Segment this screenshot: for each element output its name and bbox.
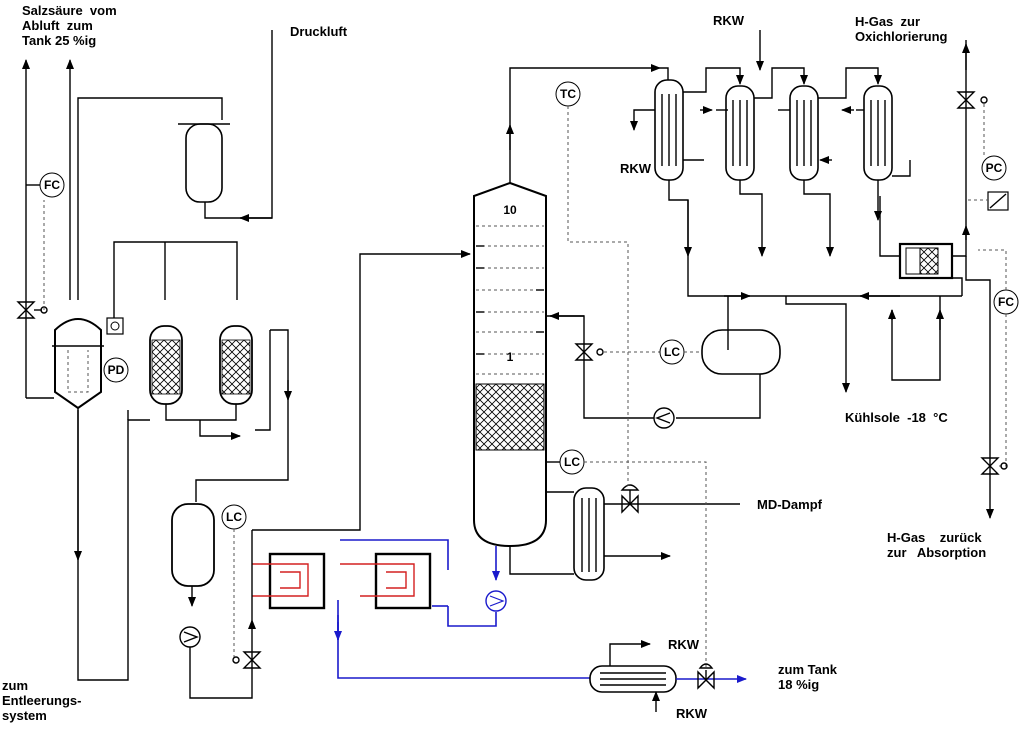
label-tank18: zum Tank 18 %ig bbox=[778, 662, 837, 692]
instrument-lc-bottom: LC bbox=[559, 449, 585, 475]
reboiler bbox=[509, 487, 740, 581]
valve-hgas-bottom bbox=[980, 457, 1008, 475]
instrument-pc: PC bbox=[981, 155, 1007, 181]
lc-reflux-tag: LC bbox=[664, 345, 680, 359]
label-rkw-condenser: RKW bbox=[620, 161, 652, 176]
instrument-lc-vessel: LC bbox=[221, 504, 247, 530]
compressed-air-vessel bbox=[77, 30, 273, 300]
lc-bottom-tag: LC bbox=[564, 455, 580, 469]
lc-vessel-tag: LC bbox=[226, 510, 242, 524]
left-feed-lines bbox=[22, 59, 150, 681]
tray-label-top: 10 bbox=[503, 203, 517, 217]
solenoid-box bbox=[968, 191, 1009, 211]
fc-left-tag: FC bbox=[44, 178, 60, 192]
label-h-gas-back: H-Gas zurück zur Absorption bbox=[887, 530, 987, 560]
lc-bottom-signal bbox=[584, 461, 707, 668]
tray-label-bottom: 1 bbox=[507, 350, 514, 364]
bottom-pump bbox=[485, 590, 507, 612]
right-hgas-lines bbox=[965, 256, 994, 519]
product-valve bbox=[697, 663, 715, 690]
instrument-tc: TC bbox=[555, 81, 581, 107]
label-h-gas-oxi: H-Gas zur Oxichlorierung bbox=[855, 14, 948, 44]
condenser-3 bbox=[789, 85, 819, 181]
steam-valve bbox=[620, 484, 640, 514]
label-md-dampf: MD-Dampf bbox=[757, 497, 822, 512]
filter-vessels bbox=[106, 241, 292, 502]
instrument-fc-left: FC bbox=[39, 172, 65, 198]
instrument-pd: PD bbox=[103, 357, 129, 383]
demister-box bbox=[879, 40, 970, 381]
heat-exchanger-2 bbox=[340, 552, 432, 610]
exchanger-process-lines bbox=[251, 250, 590, 679]
instrument-lc-reflux: LC bbox=[659, 339, 685, 365]
hcl-absorber-vessel bbox=[52, 318, 104, 410]
condenser-2 bbox=[725, 85, 755, 181]
product-cooler bbox=[589, 640, 747, 712]
fc-right-signal bbox=[978, 249, 1007, 467]
label-entleerung: zum Entleerungs- system bbox=[2, 678, 82, 723]
valve-hgas-top bbox=[956, 91, 988, 109]
condenser-1 bbox=[654, 79, 684, 181]
tc-tag: TC bbox=[560, 87, 576, 101]
condenser-4 bbox=[863, 85, 893, 181]
valve-lower-left bbox=[232, 651, 262, 669]
label-hcl-offgas: Salzsäure vom Abluft zum Tank 25 %ig bbox=[22, 3, 117, 48]
pd-tag: PD bbox=[108, 363, 125, 377]
reflux-valve bbox=[574, 343, 604, 361]
instrument-fc-right: FC bbox=[993, 289, 1019, 315]
tc-signal bbox=[567, 106, 629, 486]
label-kuehlsole: Kühlsole -18 °C bbox=[845, 410, 948, 425]
distillation-column: 10 1 bbox=[473, 64, 661, 548]
label-druckluft: Druckluft bbox=[290, 24, 348, 39]
label-rkw-cooler-bottom: RKW bbox=[676, 706, 708, 721]
label-rkw-top: RKW bbox=[713, 13, 745, 28]
heat-exchanger-1 bbox=[252, 552, 326, 610]
label-rkw-cooler-top: RKW bbox=[668, 637, 700, 652]
condenser-train bbox=[630, 30, 962, 393]
reflux-drum bbox=[546, 310, 781, 429]
valve-left bbox=[16, 301, 48, 319]
pc-tag: PC bbox=[986, 161, 1003, 175]
column-trays bbox=[476, 225, 544, 375]
fc-right-tag: FC bbox=[998, 295, 1014, 309]
lower-storage-vessel bbox=[171, 503, 256, 699]
